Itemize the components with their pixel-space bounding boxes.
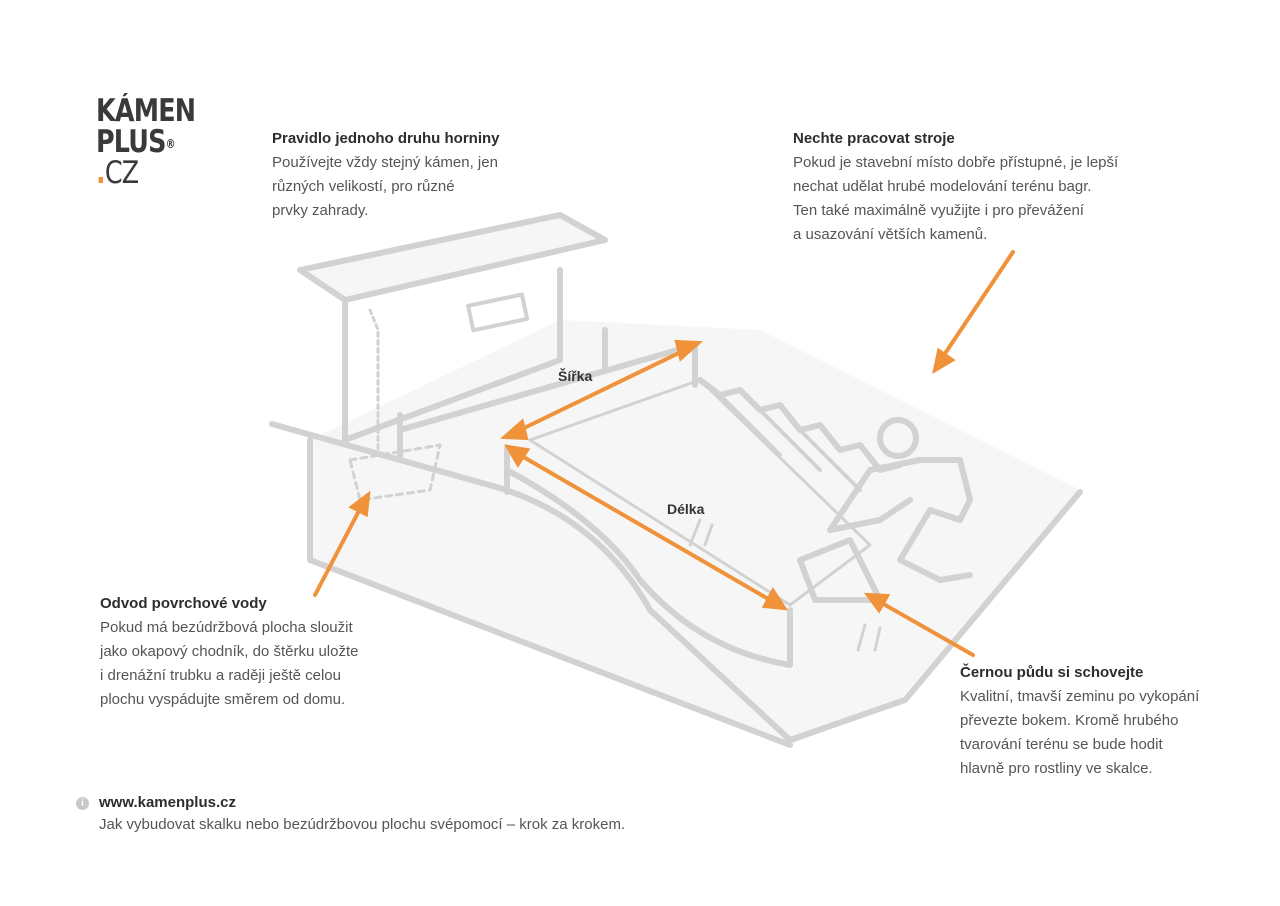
roof [297,212,608,303]
grass [688,518,882,652]
note-line: hlavně pro rostliny ve skalce. [960,760,1153,777]
rail-back [397,342,698,433]
note-line: Používejte vždy stejný kámen, jen [272,154,498,171]
note-title: Odvod povrchové vody [100,595,267,612]
website-link[interactable]: www.kamenplus.cz [99,794,236,811]
rock-rule-note: Pravidlo jednoho druhu horniny Používejt… [272,127,500,223]
note-line: tvarování terénu se bude hodit [960,736,1163,753]
note-line: nechat udělat hrubé modelování terénu ba… [793,178,1092,195]
bed-front [504,467,793,668]
logo: KÁMEN PLUS® .CZ [96,93,196,191]
water-arrowhead [348,490,371,518]
info-icon: i [76,797,89,810]
note-line: Ten také maximálně využijte i pro převáž… [793,202,1084,219]
soil-arrowhead [863,592,891,614]
note-line: plochu vyspádujte směrem od domu. [100,691,346,708]
terrain-outline [269,421,1083,743]
water-arrow [313,503,364,597]
note-line: převezte bokem. Kromě hrubého [960,712,1179,729]
water-note: Odvod povrchové vody Pokud má bezúdržbov… [100,592,359,712]
logo-line3: CZ [104,155,139,191]
note-line: a usazování větších kamenů. [793,226,988,243]
logo-dot: . [96,155,106,191]
machines-arrowhead [932,347,956,375]
length-arrow [518,453,772,602]
house-wall [342,267,563,443]
soil-arrow [878,600,975,657]
stairs-lines [718,393,862,492]
width-label: Šířka [558,368,593,384]
note-line: Pokud je stavební místo dobře přístupné,… [793,154,1119,171]
worker-body [827,457,973,583]
footer-subtitle: Jak vybudovat skalku nebo bezúdržbovou p… [99,816,626,833]
soil-note: Černou půdu si schovejte Kvalitní, tmavš… [960,661,1199,781]
note-line: Pokud má bezúdržbová plocha sloužit [100,619,353,636]
note-line: Kvalitní, tmavší zeminu po vykopání [960,688,1200,705]
note-line: i drenážní trubku a raději ještě celou [100,667,341,684]
length-arrowhead-left [504,444,531,468]
machines-arrow [940,250,1015,360]
length-label: Délka [667,501,705,517]
width-arrowhead-right [674,339,704,362]
note-line: prvky zahrady. [272,202,369,219]
width-arrowhead-left [499,418,529,441]
note-title: Pravidlo jednoho druhu horniny [272,130,500,147]
length-arrowhead-right [761,587,788,611]
machines-note: Nechte pracovat stroje Pokud je stavební… [793,127,1118,247]
note-title: Nechte pracovat stroje [793,130,955,147]
note-line: jako okapový chodník, do štěrku uložte [100,643,359,660]
logo-line1: KÁMEN [96,93,196,129]
downpipe [368,308,380,452]
note-line: různých velikostí, pro různé [272,178,455,195]
window [466,292,530,333]
footer: i www.kamenplus.cz Jak vybudovat skalku n… [76,792,625,836]
note-title: Černou půdu si schovejte [960,664,1144,681]
worker-head [877,417,919,459]
terrain-front [307,437,793,748]
width-arrow [518,348,687,432]
logo-line2: PLUS [96,124,166,160]
drain-box [348,443,442,502]
bed-outline [528,378,872,607]
logo-reg: ® [165,137,176,151]
